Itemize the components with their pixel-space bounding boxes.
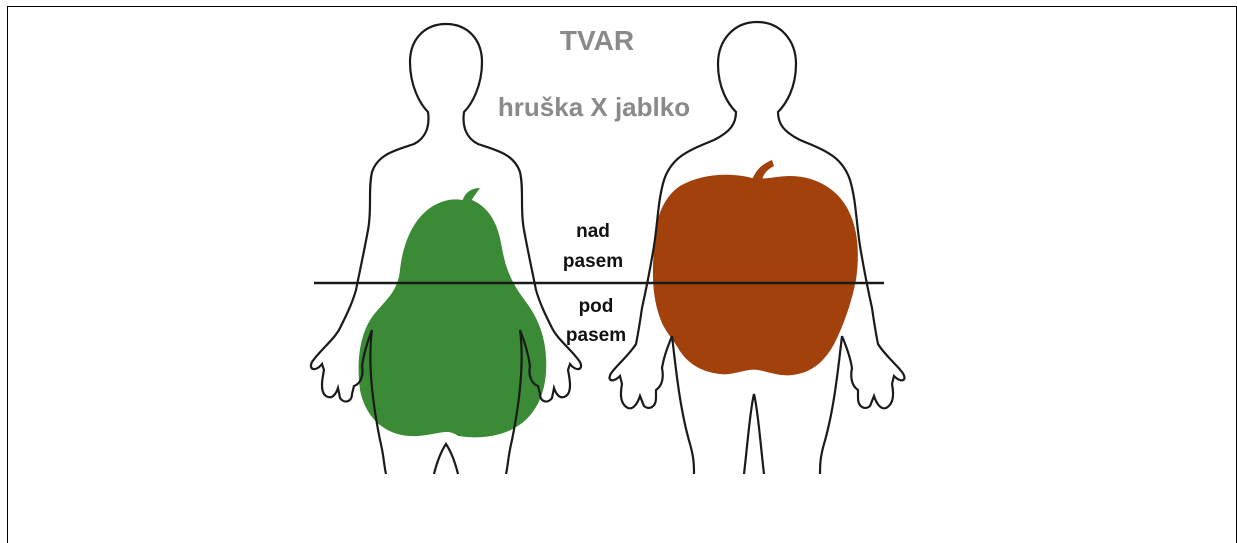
- right-figure: [610, 22, 905, 474]
- below-waist-label-line1: pod: [579, 296, 614, 317]
- below-waist-label-line2: pasem: [566, 325, 626, 346]
- above-waist-label-line2: pasem: [563, 251, 623, 272]
- diagram-subtitle: hruška X jablko: [498, 92, 690, 122]
- apple-shape: [653, 175, 858, 376]
- above-waist-label-line1: nad: [576, 221, 610, 242]
- diagram-title: TVAR: [560, 25, 634, 56]
